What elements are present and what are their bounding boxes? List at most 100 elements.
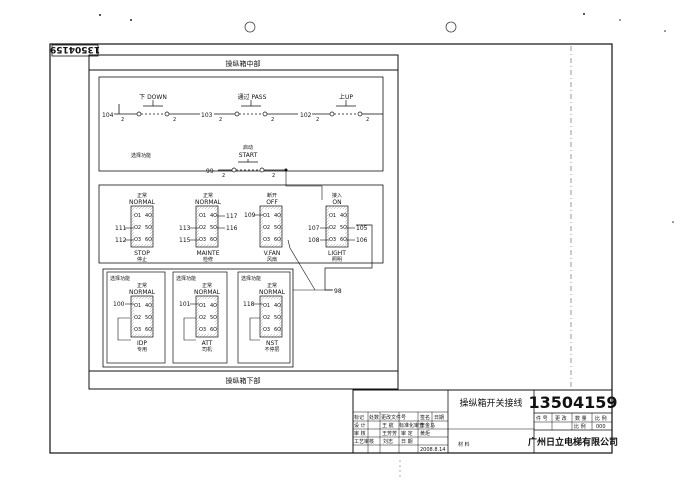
svg-text:6O: 6O: [340, 237, 347, 243]
svg-text:IDP: IDP: [137, 340, 147, 347]
svg-text:数 量: 数 量: [575, 415, 587, 422]
svg-text:正常: 正常: [137, 282, 147, 289]
svg-text:4O: 4O: [274, 213, 281, 219]
button-down-number: 104: [102, 112, 114, 119]
svg-text:日期: 日期: [434, 415, 444, 421]
lower-panel: [102, 268, 294, 368]
svg-text:111: 111: [115, 225, 127, 232]
svg-text:5O: 5O: [145, 315, 152, 321]
button-down-title: 下 DOWN: [139, 94, 167, 101]
svg-text:选择功能: 选择功能: [110, 275, 130, 282]
bottom-label: 操纵箱下部: [226, 376, 261, 385]
svg-text:112: 112: [115, 237, 127, 244]
svg-text:101: 101: [179, 301, 191, 308]
svg-text:正常: 正常: [267, 282, 277, 289]
svg-text:件 号: 件 号: [536, 415, 548, 422]
svg-text:标准化审查: 标准化审查: [399, 422, 424, 429]
svg-text:O3: O3: [134, 237, 141, 243]
svg-text:2: 2: [272, 173, 275, 179]
punch-hole-left: [244, 21, 256, 33]
svg-text:O3: O3: [199, 237, 206, 243]
svg-text:107: 107: [308, 225, 320, 232]
drawing-frame: [49, 43, 613, 454]
select-function-label: 选择功能: [131, 152, 151, 159]
svg-text:MAINTE: MAINTE: [197, 250, 220, 257]
svg-text:108: 108: [308, 237, 320, 244]
svg-text:照明: 照明: [332, 257, 342, 263]
button-up: 上UP 102 2 2: [300, 93, 374, 123]
svg-text:OFF: OFF: [266, 199, 278, 206]
svg-text:王 航: 王 航: [382, 422, 394, 429]
svg-text:4O: 4O: [210, 303, 217, 309]
svg-text:NST: NST: [266, 340, 278, 347]
svg-text:O1: O1: [199, 213, 206, 219]
svg-text:标记: 标记: [354, 414, 364, 421]
svg-text:正常: 正常: [203, 192, 213, 199]
wire-vfan-98: [287, 239, 332, 291]
company-name: 广州日立电梯有限公司: [528, 436, 618, 448]
svg-text:2: 2: [121, 117, 124, 123]
svg-text:处数: 处数: [369, 414, 379, 421]
svg-text:接入: 接入: [332, 192, 342, 199]
svg-text:2: 2: [219, 117, 222, 123]
svg-text:O1: O1: [199, 303, 206, 309]
svg-text:O2: O2: [329, 225, 336, 231]
wire-start-drop: [285, 170, 323, 200]
svg-text:STOP: STOP: [134, 250, 150, 257]
svg-text:106: 106: [356, 237, 368, 244]
svg-text:比 例: 比 例: [574, 423, 586, 430]
svg-text:100: 100: [113, 301, 125, 308]
svg-text:113: 113: [179, 225, 191, 232]
drawing-title: 操纵箱开关接线: [459, 397, 522, 409]
svg-text:6O: 6O: [145, 327, 152, 333]
svg-text:LIGHT: LIGHT: [328, 250, 346, 257]
svg-text:李金马: 李金马: [420, 422, 435, 429]
svg-text:司机: 司机: [202, 346, 212, 353]
svg-text:2: 2: [366, 117, 369, 123]
svg-text:105: 105: [356, 225, 368, 232]
svg-text:O1: O1: [263, 213, 270, 219]
svg-text:O2: O2: [263, 225, 270, 231]
middle-panel: [98, 184, 384, 264]
svg-text:6O: 6O: [210, 327, 217, 333]
button-pass-title: 通过 PASS: [238, 93, 267, 101]
svg-text:正常: 正常: [137, 192, 147, 199]
svg-text:NORMAL: NORMAL: [194, 289, 221, 296]
top-label: 操纵箱中部: [226, 59, 261, 68]
svg-text:6O: 6O: [274, 327, 281, 333]
svg-text:4O: 4O: [274, 303, 281, 309]
svg-text:5O: 5O: [145, 225, 152, 231]
svg-text:O2: O2: [134, 315, 141, 321]
svg-text:V.FAN: V.FAN: [264, 250, 281, 257]
svg-text:不停层: 不停层: [264, 346, 279, 353]
node-98: 98: [334, 288, 342, 295]
svg-text:停止: 停止: [137, 256, 147, 263]
svg-text:O3: O3: [134, 327, 141, 333]
title-block: 操纵箱开关接线 13504159 广州日立电梯有限公司 材 料 件 号 更 改 …: [352, 389, 618, 454]
svg-text:117: 117: [226, 213, 238, 220]
svg-text:O1: O1: [134, 303, 141, 309]
svg-text:2: 2: [316, 117, 319, 123]
svg-text:6O: 6O: [145, 237, 152, 243]
svg-text:日 期: 日 期: [401, 439, 413, 445]
svg-text:风扇: 风扇: [267, 256, 277, 263]
svg-text:审 核: 审 核: [354, 430, 366, 437]
svg-text:5O: 5O: [274, 315, 281, 321]
start-label-cn: 启动: [243, 144, 253, 151]
svg-text:O2: O2: [134, 225, 141, 231]
svg-text:审 定: 审 定: [401, 430, 413, 437]
svg-text:NORMAL: NORMAL: [195, 199, 222, 206]
svg-text:比 例: 比 例: [595, 415, 607, 422]
svg-text:选择功能: 选择功能: [176, 275, 196, 282]
punch-hole-right: [445, 21, 457, 33]
sheet-tag: 13504159: [50, 44, 100, 54]
svg-text:118: 118: [243, 301, 255, 308]
svg-text:O2: O2: [263, 315, 270, 321]
svg-text:4O: 4O: [340, 213, 347, 219]
svg-text:115: 115: [179, 237, 191, 244]
svg-text:000: 000: [596, 424, 606, 430]
start-label-en: START: [239, 152, 258, 159]
